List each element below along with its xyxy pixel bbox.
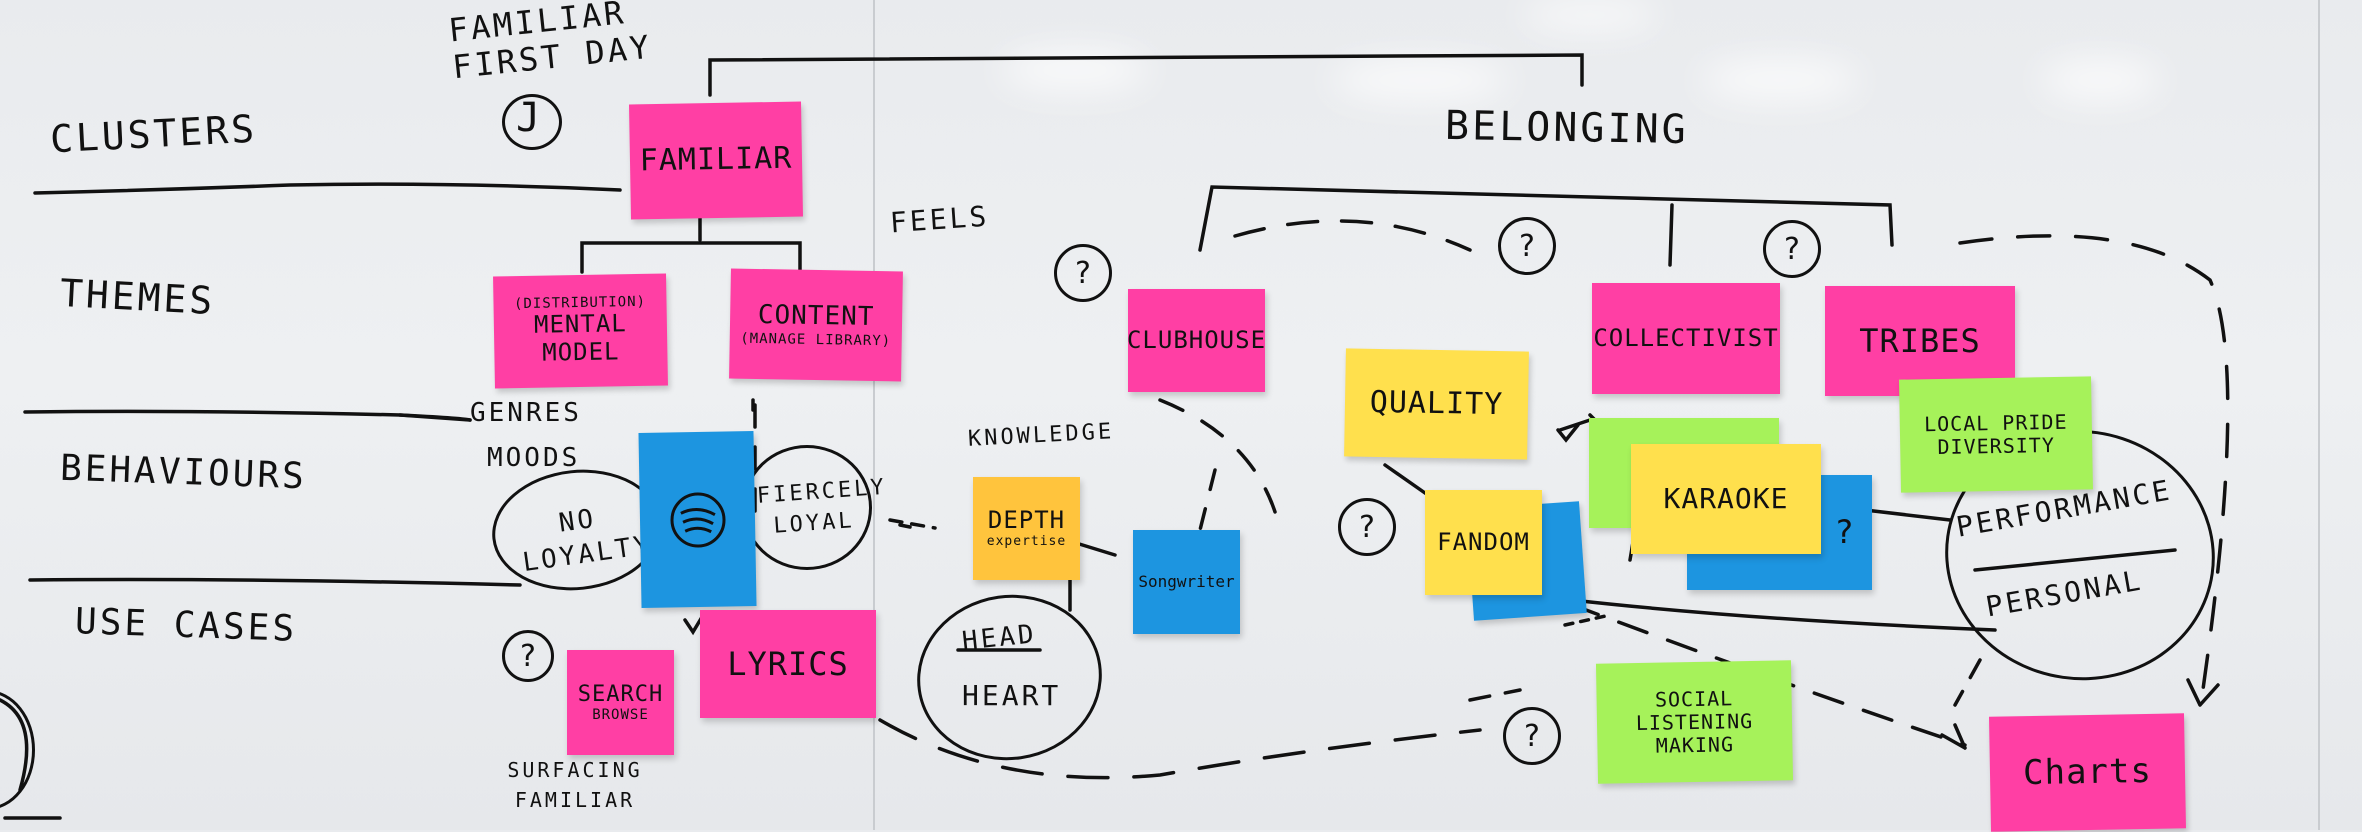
light-glare [1330, 60, 1510, 100]
search-text: SEARCH [577, 681, 664, 707]
clusters-label: CLUSTERS [48, 106, 259, 162]
sticky-note-clubhouse[interactable]: CLUBHOUSE [1127, 289, 1265, 392]
light-glare [1700, 60, 1860, 100]
heart-label: HEART [962, 679, 1062, 712]
depth-sub: expertise [986, 533, 1067, 549]
whiteboard-seam-right [2318, 0, 2320, 830]
light-glare [1520, 0, 1660, 30]
sticky-note-fandom[interactable]: FANDOM [1425, 490, 1542, 595]
sticky-note-content[interactable]: CONTENT (MANAGE LIBRARY) [729, 268, 903, 382]
use-cases-label: USE CASES [74, 601, 298, 650]
depth-text: DEPTH [987, 506, 1066, 535]
surfacing-label: SURFACING FAMILIAR [507, 758, 643, 812]
sticky-note-depth[interactable]: DEPTH expertise [973, 477, 1080, 580]
sticky-note-spotify[interactable] [638, 431, 757, 608]
question-mark: ? [1503, 707, 1561, 765]
head-label: HEAD [960, 619, 1038, 657]
sticky-note-karaoke[interactable]: KARAOKE [1631, 444, 1821, 554]
question-mark: ? [1054, 244, 1112, 302]
light-glare [2040, 60, 2160, 100]
moods-label: MOODS [487, 443, 581, 473]
sticky-note-search[interactable]: SEARCH BROWSE [567, 650, 674, 755]
sticky-note-mental-model[interactable]: (DISTRIBUTION) MENTAL MODEL [493, 273, 668, 389]
first-day-circle [502, 94, 562, 150]
sticky-note-lyrics[interactable]: LYRICS [700, 610, 876, 718]
sticky-note-local-pride[interactable]: LOCAL PRIDE DIVERSITY [1899, 376, 2093, 493]
sticky-note-quality[interactable]: QUALITY [1344, 348, 1529, 460]
belonging-label: BELONGING [1444, 102, 1690, 154]
sticky-note-charts[interactable]: Charts [1989, 713, 2186, 832]
content-sub: (MANAGE LIBRARY) [740, 330, 892, 350]
themes-label: THEMES [58, 270, 217, 324]
first-day-glyph: J [516, 95, 544, 141]
sticky-note-social[interactable]: SOCIAL LISTENING MAKING [1595, 660, 1794, 784]
sticky-note-collectivist[interactable]: COLLECTIVIST [1592, 283, 1780, 394]
question-mark: ? [502, 630, 554, 682]
question-mark: ? [1498, 217, 1556, 275]
question-mark: ? [1338, 498, 1396, 556]
feels-label: FEELS [888, 199, 991, 240]
genres-label: GENRES [470, 398, 582, 428]
fiercely-loyal-label: FIERCELY LOYAL [756, 474, 888, 539]
behaviours-label: BEHAVIOURS [59, 447, 308, 498]
mental-model-text: MENTAL MODEL [533, 309, 627, 367]
sticky-note-familiar[interactable]: FAMILIAR [629, 101, 803, 220]
sticky-note-songwriter[interactable]: Songwriter [1133, 530, 1240, 634]
spotify-icon [669, 492, 725, 547]
whiteboard-seam [873, 0, 875, 830]
question-mark: ? [1763, 220, 1821, 278]
content-text: CONTENT [757, 299, 875, 333]
search-sub: BROWSE [592, 707, 649, 724]
